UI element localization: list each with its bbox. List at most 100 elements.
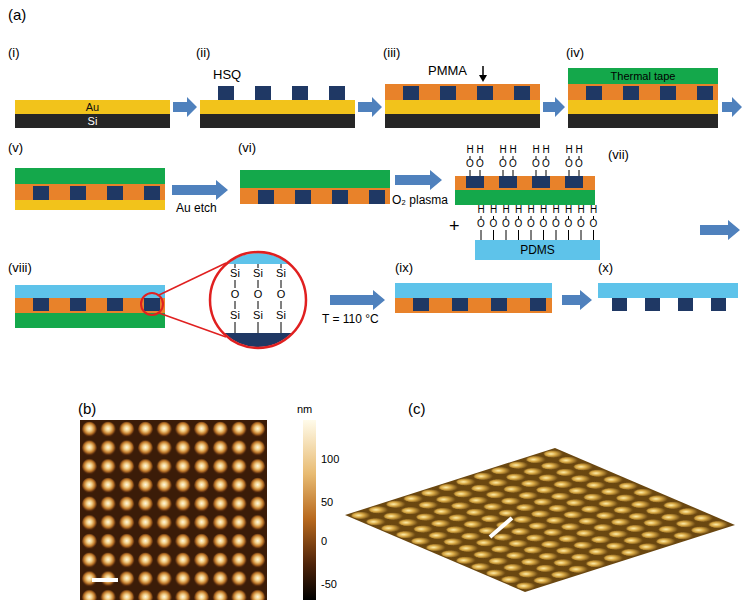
step-arrows (172, 97, 742, 310)
annotation-label: 100 (321, 453, 339, 466)
chemical-symbol: O (509, 159, 517, 169)
chemical-bonds (481, 216, 594, 240)
block-arrow (700, 220, 740, 240)
block-arrow (722, 97, 742, 117)
bond-lines (470, 156, 579, 176)
pointer-arrow (482, 66, 484, 76)
hsq-pillar (295, 190, 311, 204)
annotation-label: T = 110 °C (322, 313, 379, 327)
annotation-label: O₂ plasma (392, 194, 448, 208)
annotation-label: (vi) (238, 141, 256, 156)
chemical-symbol: O (502, 219, 510, 229)
tape-layer (15, 168, 165, 184)
chemical-symbol: H (575, 145, 582, 155)
chemical-symbol: H (577, 205, 584, 215)
hsq-pillar (33, 298, 49, 311)
chemical-symbol: H (527, 205, 534, 215)
layer-band: Au (15, 100, 170, 114)
inset-content (205, 250, 315, 353)
hsq-pillar (255, 86, 271, 100)
annotation-label: HSQ (213, 68, 241, 83)
step-viii (15, 250, 315, 353)
annotation-label: PMMA (428, 64, 467, 79)
annotation-label: (v) (8, 141, 23, 156)
block-arrow (172, 180, 228, 200)
silicon-layer (385, 114, 540, 128)
hsq-pillar (477, 86, 493, 100)
hsq-pillar (514, 86, 530, 100)
hsq-pillar (292, 86, 308, 100)
pmma-layer (385, 84, 540, 100)
annotation-label: (b) (78, 400, 96, 417)
chemical-symbol: H (540, 205, 547, 215)
annotation-label: (a) (8, 6, 26, 23)
chemical-symbol: Si (253, 267, 263, 279)
chemical-symbol: H (499, 145, 506, 155)
hsq-pillar (107, 298, 123, 311)
chemical-symbol: O (277, 288, 286, 300)
layer-name: Si (88, 116, 98, 127)
hsq-pillar (403, 86, 419, 100)
pmma-layer (455, 176, 595, 190)
scale-bar (92, 578, 118, 582)
hsq-pillar (440, 86, 456, 100)
annotation-label: (viii) (8, 261, 32, 276)
step-x (598, 283, 738, 311)
chemical-symbol: H (509, 145, 516, 155)
annotation-label: (x) (598, 261, 613, 276)
chemical-symbol: O (499, 159, 507, 169)
hsq-pillar (33, 186, 49, 200)
afm-3d-view (345, 448, 735, 592)
step-iv (568, 84, 718, 128)
gold-layer (200, 100, 355, 114)
chemical-symbol: H (466, 145, 473, 155)
hsq-pillar (530, 298, 546, 311)
annotation-label: (i) (8, 46, 20, 61)
step-v (15, 168, 165, 210)
hsq-pillar (452, 298, 468, 311)
hsq-pillar (466, 176, 484, 188)
chemical-symbol: O (565, 219, 573, 229)
pmma-layer (15, 184, 165, 200)
chemical-symbol: H (476, 145, 483, 155)
annotation-label: (ix) (395, 261, 413, 276)
pmma-layer (240, 188, 390, 204)
hsq-pillar (565, 176, 583, 188)
hsq-pillar (532, 176, 550, 188)
hsq-pillar (413, 298, 429, 311)
chemical-symbol: O (254, 288, 263, 300)
annotation-label: (iii) (383, 46, 400, 61)
hsq-pillar (329, 86, 345, 100)
color-bar (303, 420, 316, 600)
step-ix (395, 283, 552, 313)
annotation-label: 0 (321, 535, 327, 548)
chemical-symbol: O (542, 159, 550, 169)
annotation-label: (c) (408, 400, 426, 417)
chemical-symbol: O (590, 219, 598, 229)
chemical-symbol: O (527, 219, 535, 229)
hsq-pillar (205, 333, 315, 353)
hsq-pillar (645, 298, 660, 311)
chemical-symbol: H (565, 145, 572, 155)
layer-band: PDMS (475, 240, 600, 260)
hsq-pillar (107, 186, 123, 200)
annotation-label: nm (297, 403, 312, 416)
hsq-pillar (678, 298, 693, 311)
chemical-symbol: O (515, 219, 523, 229)
hsq-pillar (586, 86, 602, 100)
chemical-bonds (470, 156, 579, 176)
annotation-label: + (449, 216, 460, 237)
chemical-symbol: O (565, 159, 573, 169)
silicon-layer (568, 114, 718, 128)
chemical-symbol: O (540, 219, 548, 229)
scale-bar (490, 518, 512, 537)
hsq-pillar (332, 190, 348, 204)
hsq-pillar (660, 86, 676, 100)
gold-layer (385, 100, 540, 114)
block-arrow (395, 170, 442, 190)
layer-band: Si (15, 114, 170, 128)
hsq-pillar (499, 176, 517, 188)
chemical-symbol: Si (276, 309, 286, 321)
